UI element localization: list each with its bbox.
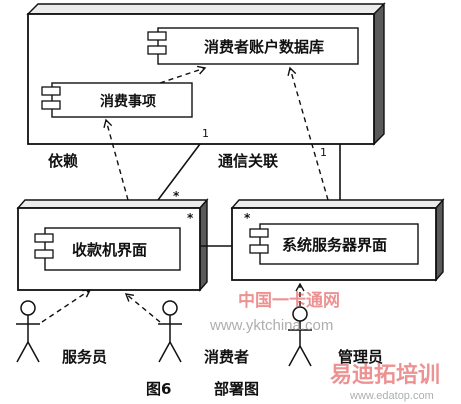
watermark-brand-url: www.edatop.com — [349, 390, 434, 402]
component-account-db: 消费者账户数据库 — [147, 27, 359, 65]
actor-consumer-label: 消费者 — [204, 348, 249, 366]
server-ui-label: 系统服务器界面 — [282, 236, 387, 254]
arrow-consumer-pos — [124, 293, 161, 323]
account-db-label: 消费者账户数据库 — [204, 38, 324, 56]
star-pos-inner: * — [187, 211, 194, 225]
watermark-site-url: www.yktchina.com — [209, 317, 333, 334]
transactions-label: 消费事项 — [100, 93, 156, 110]
db-node — [26, 2, 386, 146]
figure-number: 图6 — [146, 380, 171, 398]
multiplicity-right: 1 — [320, 146, 327, 159]
dependency-label: 依赖 — [48, 152, 78, 170]
dependency-arrow-transactions-db — [159, 65, 207, 84]
component-server-ui: 系统服务器界面 — [249, 223, 419, 265]
arrow-service-staff-pos — [41, 289, 92, 323]
figure-title: 部署图 — [214, 380, 259, 398]
watermark-brand-cn: 易迪拓培训 — [330, 362, 440, 388]
component-pos-ui: 收款机界面 — [34, 227, 181, 271]
actor-service-staff — [16, 300, 40, 363]
dependency-arrow-server-db — [287, 66, 329, 201]
dependency-arrow-pos-transactions — [103, 118, 129, 201]
actor-service-staff-label: 服务员 — [62, 348, 107, 366]
multiplicity-left: 1 — [202, 127, 209, 140]
component-transactions: 消费事项 — [41, 82, 193, 118]
actor-administrator — [288, 306, 312, 367]
actor-administrator-label: 管理员 — [338, 348, 383, 366]
communication-label: 通信关联 — [218, 152, 279, 170]
watermark-site-cn: 中国一卡通网 — [238, 290, 340, 311]
communication-line-pos-db — [157, 143, 201, 201]
actor-consumer — [158, 300, 182, 363]
star-right: * — [244, 211, 251, 225]
pos-ui-label: 收款机界面 — [72, 241, 147, 259]
star-left: * — [173, 189, 180, 203]
